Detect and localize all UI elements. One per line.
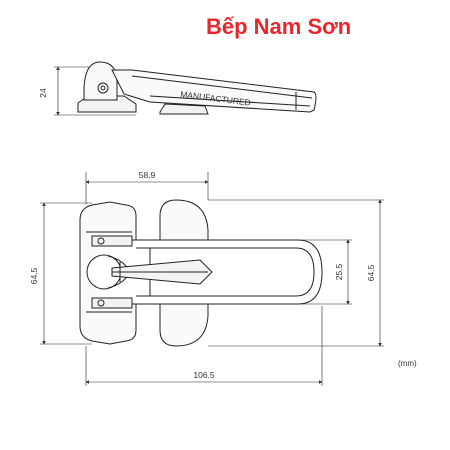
- top-width-label: 58.9: [139, 170, 156, 180]
- side-height-label: 24: [38, 88, 48, 98]
- top-view: [40, 172, 384, 386]
- unit-label: (mm): [398, 359, 417, 368]
- slot-height-label: 25.5: [334, 263, 344, 280]
- side-view: [54, 61, 317, 116]
- total-width-label: 106.5: [193, 370, 215, 380]
- left-height-label: 64.5: [29, 267, 39, 284]
- brand-title: Bếp Nam Sơn: [206, 14, 352, 39]
- right-height-label: 64.5: [366, 264, 376, 281]
